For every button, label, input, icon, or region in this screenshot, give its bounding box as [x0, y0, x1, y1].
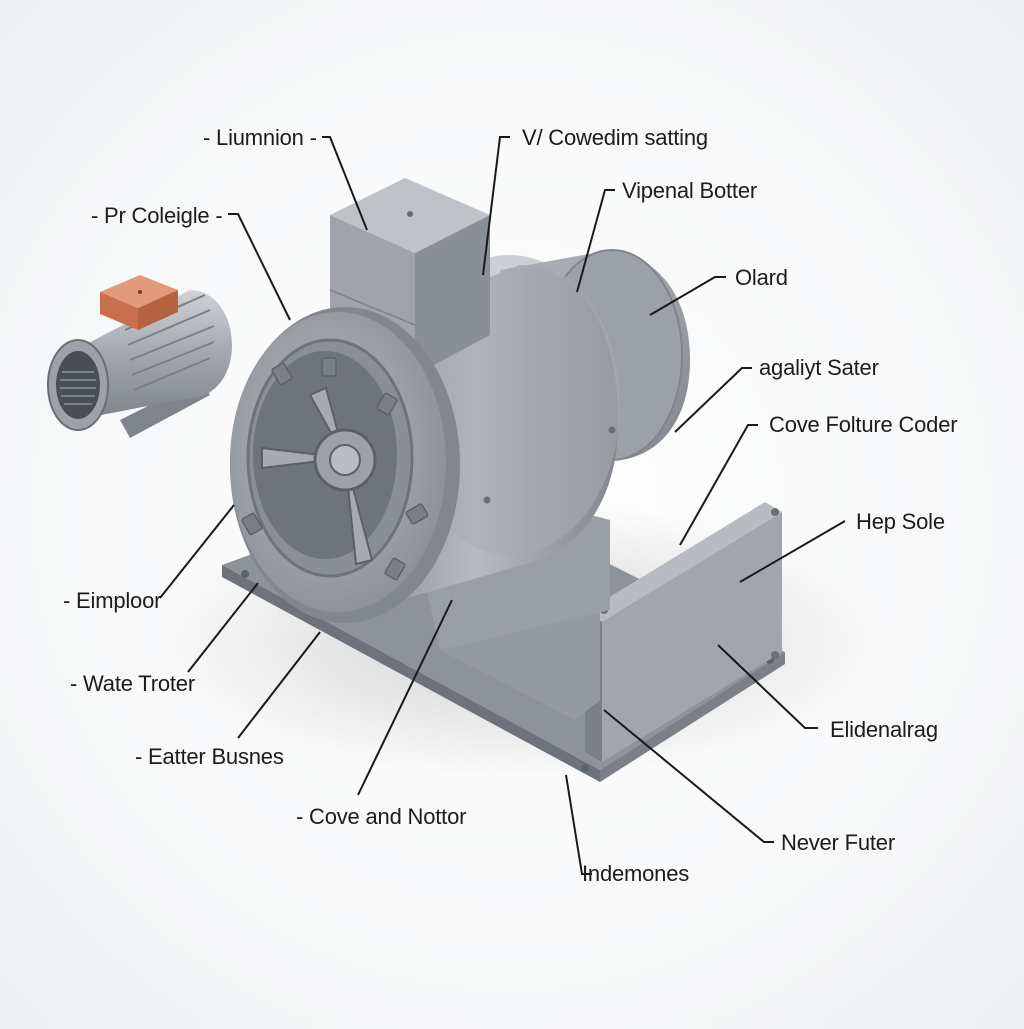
label-eimploor: - Eimploor [63, 588, 162, 613]
label-agaliyt-sater: agaliyt Sater [759, 355, 879, 380]
label-indemones: Indemones [582, 861, 690, 886]
label-hep-sole: Hep Sole [856, 509, 945, 534]
label-olard: Olard [735, 265, 788, 290]
label-elidenalrag: Elidenalrag [830, 717, 938, 742]
label-cowedim-satting: V/ Cowedim satting [522, 125, 708, 150]
label-cove-and-nottor: - Cove and Nottor [296, 804, 467, 829]
label-pr-coleigle: - Pr Coleigle - [91, 203, 223, 228]
impeller [261, 386, 377, 566]
label-never-futer: Never Futer [781, 830, 895, 855]
leader-lines [159, 136, 846, 875]
label-wate-troter: - Wate Troter [70, 671, 195, 696]
label-vipenal-botter: Vipenal Botter [622, 178, 758, 203]
label-eatter-busnes: - Eatter Busnes [135, 744, 284, 769]
electric-motor [47, 275, 232, 438]
label-cove-folture-coder: Cove Folture Coder [769, 412, 958, 437]
label-liumnion: - Liumnion - [203, 125, 317, 150]
